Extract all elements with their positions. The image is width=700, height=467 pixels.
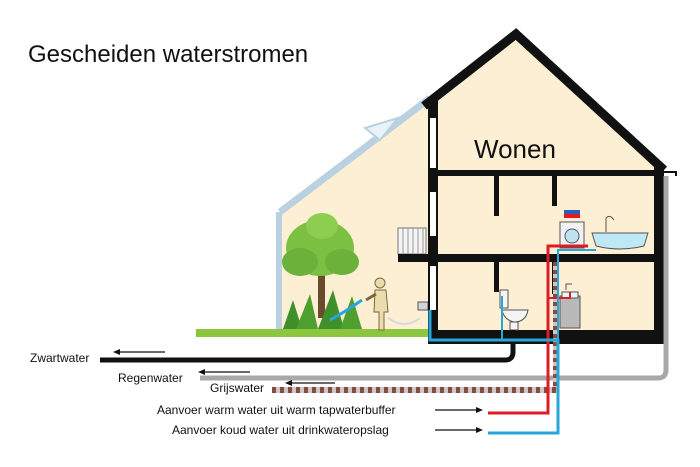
partition-lower-left bbox=[494, 262, 499, 292]
lawn bbox=[196, 329, 430, 337]
stream-label-grijswater: Grijswater bbox=[210, 381, 264, 395]
rainwater-downpipe bbox=[200, 176, 669, 381]
greenhouse-interior bbox=[282, 98, 430, 330]
arrow-zwartwater bbox=[113, 349, 165, 355]
house-right-wall bbox=[654, 166, 664, 344]
radiator bbox=[397, 227, 427, 255]
arrow-grijswater bbox=[285, 380, 335, 386]
gutter bbox=[662, 171, 677, 176]
outdoor-tap bbox=[417, 301, 429, 311]
greenhouse-roof-glass bbox=[277, 95, 433, 215]
stream-label-regenwater: Regenwater bbox=[118, 371, 183, 385]
stream-label-zwartwater: Zwartwater bbox=[30, 351, 89, 365]
middle-window bbox=[430, 192, 436, 236]
shrubs bbox=[283, 290, 362, 329]
washing-machine bbox=[559, 210, 585, 249]
upper-window bbox=[430, 118, 436, 168]
arrow-koud-supply bbox=[435, 427, 483, 433]
diagram-title: Gescheiden waterstromen bbox=[28, 41, 308, 68]
tree bbox=[282, 213, 359, 318]
greywater-pipe-stripes bbox=[272, 262, 559, 393]
partition-upper-right bbox=[552, 176, 557, 206]
partition-upper-left bbox=[494, 176, 499, 216]
room-label-wonen: Wonen bbox=[474, 134, 556, 164]
attic-floor bbox=[436, 170, 658, 176]
house-roof bbox=[421, 28, 668, 174]
bathtub bbox=[591, 215, 649, 250]
roof-window bbox=[362, 116, 401, 142]
arrow-regenwater bbox=[198, 369, 250, 375]
hot-water-branch bbox=[548, 292, 571, 299]
blackwater-pipe bbox=[100, 330, 516, 363]
supply-label-warm: Aanvoer warm water uit warm tapwaterbuff… bbox=[157, 403, 396, 417]
supply-label-koud: Aanvoer koud water uit drinkwateropslag bbox=[172, 423, 389, 437]
first-floor bbox=[398, 254, 658, 262]
gardener-figure bbox=[329, 277, 421, 331]
hot-water-supply-pipe bbox=[488, 244, 588, 415]
ground-slab bbox=[428, 330, 664, 344]
cold-water-riser bbox=[557, 249, 596, 340]
arrow-warm-supply bbox=[435, 407, 483, 413]
toilet bbox=[499, 289, 529, 331]
lower-window bbox=[430, 266, 436, 310]
